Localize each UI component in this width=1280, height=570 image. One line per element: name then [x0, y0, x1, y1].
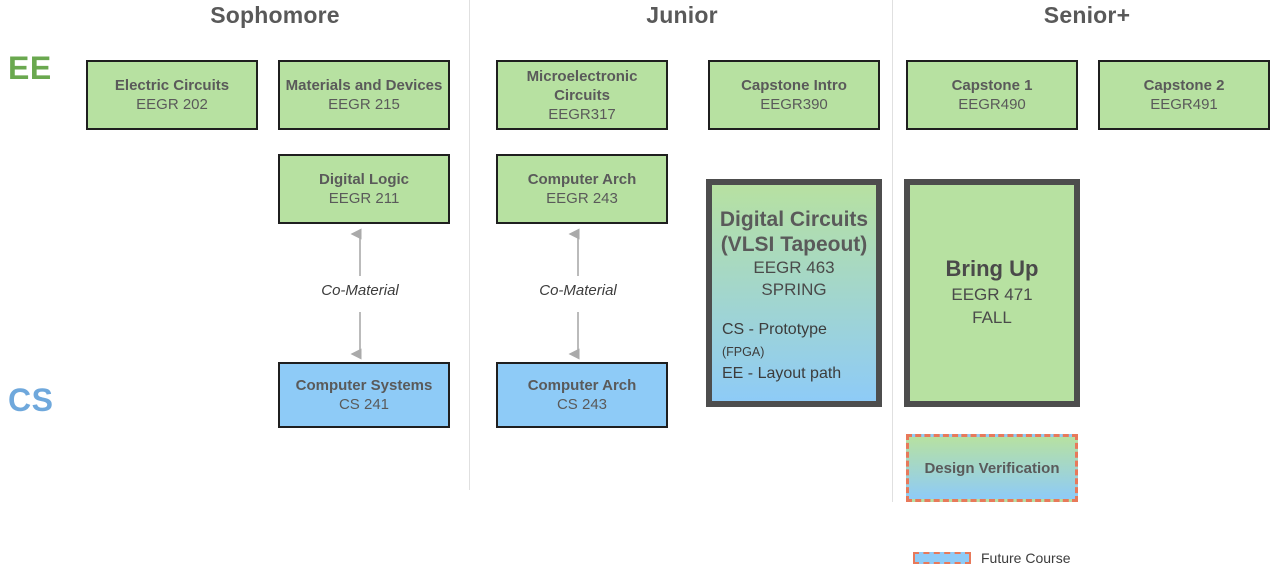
note-cs-path: CS - Prototype (FPGA) — [722, 319, 872, 363]
course-code: EEGR 463 — [753, 258, 835, 277]
course-code: CS 241 — [338, 396, 390, 413]
course-code: EEGR390 — [760, 96, 828, 113]
course-title: Digital Logic — [319, 171, 409, 188]
course-title: Computer Arch — [527, 377, 637, 394]
course-box-computer-arch-eegr[interactable]: Computer Arch EEGR 243 — [496, 154, 668, 224]
course-title: Computer Arch — [527, 171, 637, 188]
course-title: Bring Up — [945, 256, 1039, 281]
column-header-sophomore: Sophomore — [210, 2, 340, 28]
course-title: Microelectronic Circuits — [526, 67, 638, 104]
course-box-digital-circuits-vlsi-tapeout[interactable]: Digital Circuits (VLSI Tapeout) EEGR 463… — [706, 179, 882, 407]
course-title: Capstone Intro — [741, 77, 847, 94]
course-code: CS 243 — [556, 396, 608, 413]
course-code: EEGR 215 — [328, 96, 400, 113]
course-title: Electric Circuits — [114, 77, 230, 94]
course-box-microelectronic-circuits[interactable]: Microelectronic Circuits EEGR317 — [496, 60, 668, 130]
course-term: SPRING — [761, 280, 827, 299]
double-arrow-icon — [350, 228, 362, 360]
course-code: EEGR 211 — [328, 190, 400, 207]
column-header-senior: Senior+ — [1043, 2, 1131, 28]
course-box-materials-and-devices[interactable]: Materials and Devices EEGR 215 — [278, 60, 450, 130]
course-code: EEGR 202 — [136, 96, 208, 113]
future-course-swatch-icon — [913, 552, 971, 564]
column-header-junior: Junior — [646, 2, 718, 28]
connector-co-material-sophomore: Co-Material — [300, 228, 420, 360]
course-term: FALL — [972, 308, 1012, 327]
course-code: EEGR490 — [958, 96, 1026, 113]
course-title-line2: (VLSI Tapeout) — [720, 233, 868, 256]
course-box-electric-circuits[interactable]: Electric Circuits EEGR 202 — [86, 60, 258, 130]
course-code: EEGR317 — [548, 105, 616, 123]
course-box-capstone-intro[interactable]: Capstone Intro EEGR390 — [708, 60, 880, 130]
column-divider-sophomore-junior — [469, 0, 470, 490]
track-label-cs: CS — [8, 382, 54, 418]
course-box-design-verification[interactable]: Design Verification — [906, 434, 1078, 502]
connector-label: Co-Material — [321, 282, 399, 299]
course-title-line1: Digital Circuits — [719, 208, 869, 231]
course-box-capstone-1[interactable]: Capstone 1 EEGR490 — [906, 60, 1078, 130]
course-code: EEGR 243 — [546, 190, 618, 207]
course-title: Materials and Devices — [285, 77, 443, 94]
course-title: Computer Systems — [295, 377, 433, 394]
course-title: Capstone 1 — [951, 77, 1033, 94]
legend: Future Course — [913, 550, 1070, 566]
course-code: EEGR 471 — [951, 285, 1033, 304]
course-box-digital-logic[interactable]: Digital Logic EEGR 211 — [278, 154, 450, 224]
note-cs-text: CS - Prototype — [722, 321, 827, 338]
connector-co-material-junior: Co-Material — [518, 228, 638, 360]
note-cs-fpga: (FPGA) — [722, 345, 765, 359]
legend-label: Future Course — [981, 550, 1071, 566]
course-code: EEGR491 — [1150, 96, 1218, 113]
course-title: Design Verification — [924, 459, 1060, 477]
course-title: Capstone 2 — [1143, 77, 1225, 94]
course-box-capstone-2[interactable]: Capstone 2 EEGR491 — [1098, 60, 1270, 130]
course-notes: CS - Prototype (FPGA) EE - Layout path — [716, 319, 872, 385]
track-label-ee: EE — [8, 50, 52, 86]
course-box-computer-arch-cs[interactable]: Computer Arch CS 243 — [496, 362, 668, 428]
note-ee-path: EE - Layout path — [722, 365, 842, 382]
connector-label: Co-Material — [539, 282, 617, 299]
course-box-computer-systems-cs[interactable]: Computer Systems CS 241 — [278, 362, 450, 428]
column-divider-junior-senior — [892, 0, 893, 502]
double-arrow-icon — [568, 228, 580, 360]
course-box-bring-up[interactable]: Bring Up EEGR 471 FALL — [904, 179, 1080, 407]
